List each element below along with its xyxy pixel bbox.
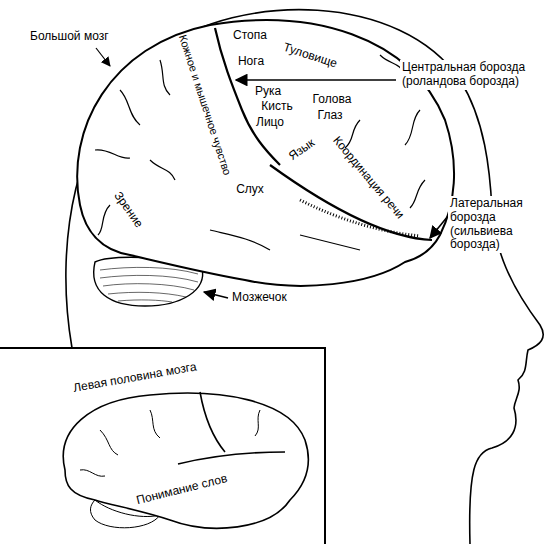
sulcus-label: Центральная борозда (роландова борозда) [400, 60, 532, 90]
inset-frame [0, 348, 325, 544]
lateral-sulcus [270, 165, 432, 240]
sulcus-label: Латеральная борозда (сильвиева борозда) [448, 196, 548, 253]
inset-central-sulcus [200, 392, 225, 452]
cerebellum-hatch [100, 267, 198, 302]
function-label: Слух [236, 183, 264, 197]
leader-arrow [236, 79, 396, 81]
cerebrum-outline [77, 20, 454, 286]
body-part-label: Рука [255, 85, 281, 99]
body-part-label: Глаз [318, 109, 343, 123]
inset-gyri [80, 410, 260, 476]
part-label: Мозжечок [232, 291, 287, 305]
body-part-label: Нога [238, 55, 264, 69]
body-part-label: Голова [313, 93, 352, 107]
leader-arrow [96, 48, 110, 66]
inset-title: Левая половина мозга [72, 360, 197, 395]
sulcus-stipple [300, 200, 420, 236]
gyri [95, 55, 425, 250]
inset-brain-outline [63, 393, 308, 528]
body-part-label: Кисть [261, 100, 292, 114]
brain-label: Большой мозг [30, 30, 109, 44]
body-part-label: Стопа [233, 29, 267, 43]
inset-lateral-sulcus [178, 452, 285, 464]
leader-arrow [204, 292, 228, 298]
body-part-label: Лицо [256, 116, 284, 130]
leader-arrow [430, 216, 448, 238]
